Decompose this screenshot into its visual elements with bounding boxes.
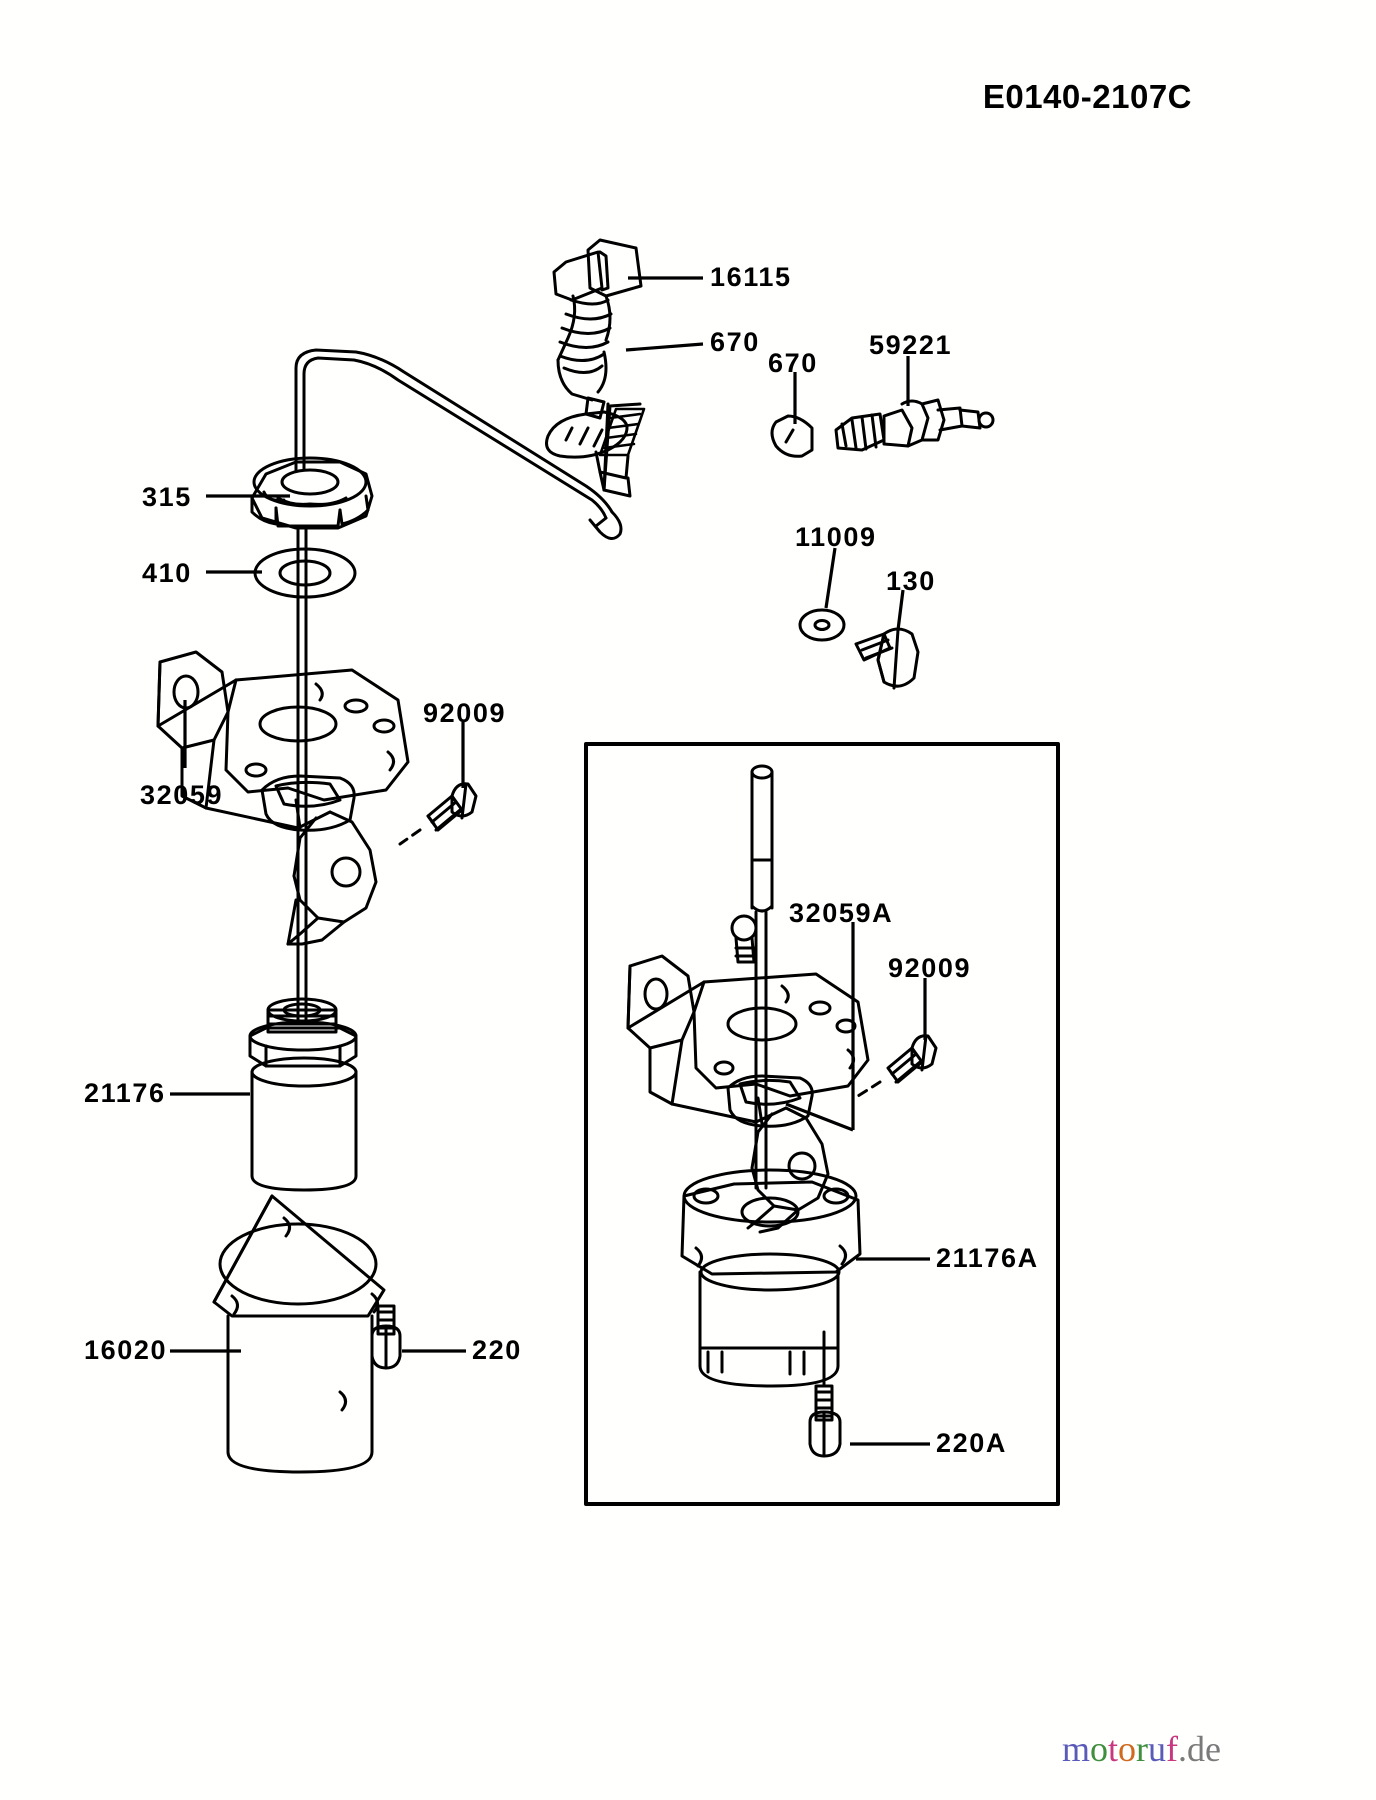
part-11009-washer (798, 608, 846, 642)
callout-220A: 220A (936, 1428, 1007, 1458)
watermark-tld: .de (1178, 1729, 1222, 1769)
callout-16020: 16020 (84, 1335, 168, 1365)
drawing-number: E0140-2107C (982, 78, 1192, 115)
part-92009-screw (398, 782, 478, 846)
part-59221-spark-plug (834, 398, 995, 452)
callout-32059A: 32059A (789, 898, 894, 928)
part-dipstick-tube (294, 348, 623, 540)
inset-dipstick-eyelet (730, 914, 758, 964)
callout-21176: 21176 (84, 1078, 166, 1108)
part-21176A-solenoid (680, 1168, 862, 1388)
watermark-char-t: t (1108, 1729, 1119, 1769)
part-92009-screw-inset (856, 1034, 938, 1098)
part-16115-oil-sensor (552, 238, 643, 420)
watermark-char-o1: o (1090, 1729, 1109, 1769)
watermark-char-f: f (1166, 1729, 1179, 1769)
callout-16115: 16115 (710, 262, 792, 292)
callout-32059: 32059 (140, 780, 224, 810)
callout-59221: 59221 (869, 330, 953, 360)
part-21176-solenoid (248, 997, 358, 1192)
site-watermark: motoruf.de (1062, 1728, 1221, 1770)
part-32059A-lever-arm (746, 1106, 830, 1234)
watermark-char-u: u (1148, 1729, 1167, 1769)
watermark-char-m: m (1062, 1729, 1091, 1769)
callout-92009-inset: 92009 (888, 953, 972, 983)
watermark-char-o2: o (1118, 1729, 1137, 1769)
part-32059-lever-arm (286, 810, 378, 946)
part-670-threaded-stud (598, 407, 646, 457)
callout-92009-left: 92009 (423, 698, 507, 728)
part-220-screw (370, 1304, 402, 1370)
callout-leaders (170, 276, 930, 1446)
part-670-washer-right (770, 414, 814, 458)
part-130-bolt (854, 627, 920, 690)
inset-box-frame (584, 742, 1060, 1506)
watermark-char-r: r (1136, 1729, 1149, 1769)
part-315-hex-nut (250, 456, 374, 530)
callout-21176A: 21176A (936, 1243, 1039, 1273)
callout-130: 130 (886, 566, 936, 596)
callout-315: 315 (142, 482, 192, 512)
callout-670-right: 670 (768, 348, 818, 378)
callout-410: 410 (142, 558, 192, 588)
part-32059A-bracket (626, 954, 870, 1128)
callout-670-upper: 670 (710, 327, 760, 357)
dipstick-rod (296, 526, 308, 1022)
callout-220: 220 (472, 1335, 522, 1365)
part-16020-bowl (212, 1194, 386, 1474)
callout-11009: 11009 (795, 522, 877, 552)
part-670-washer-upper (545, 402, 642, 498)
part-32059-bracket (156, 650, 410, 832)
part-220A-screw (808, 1330, 842, 1458)
